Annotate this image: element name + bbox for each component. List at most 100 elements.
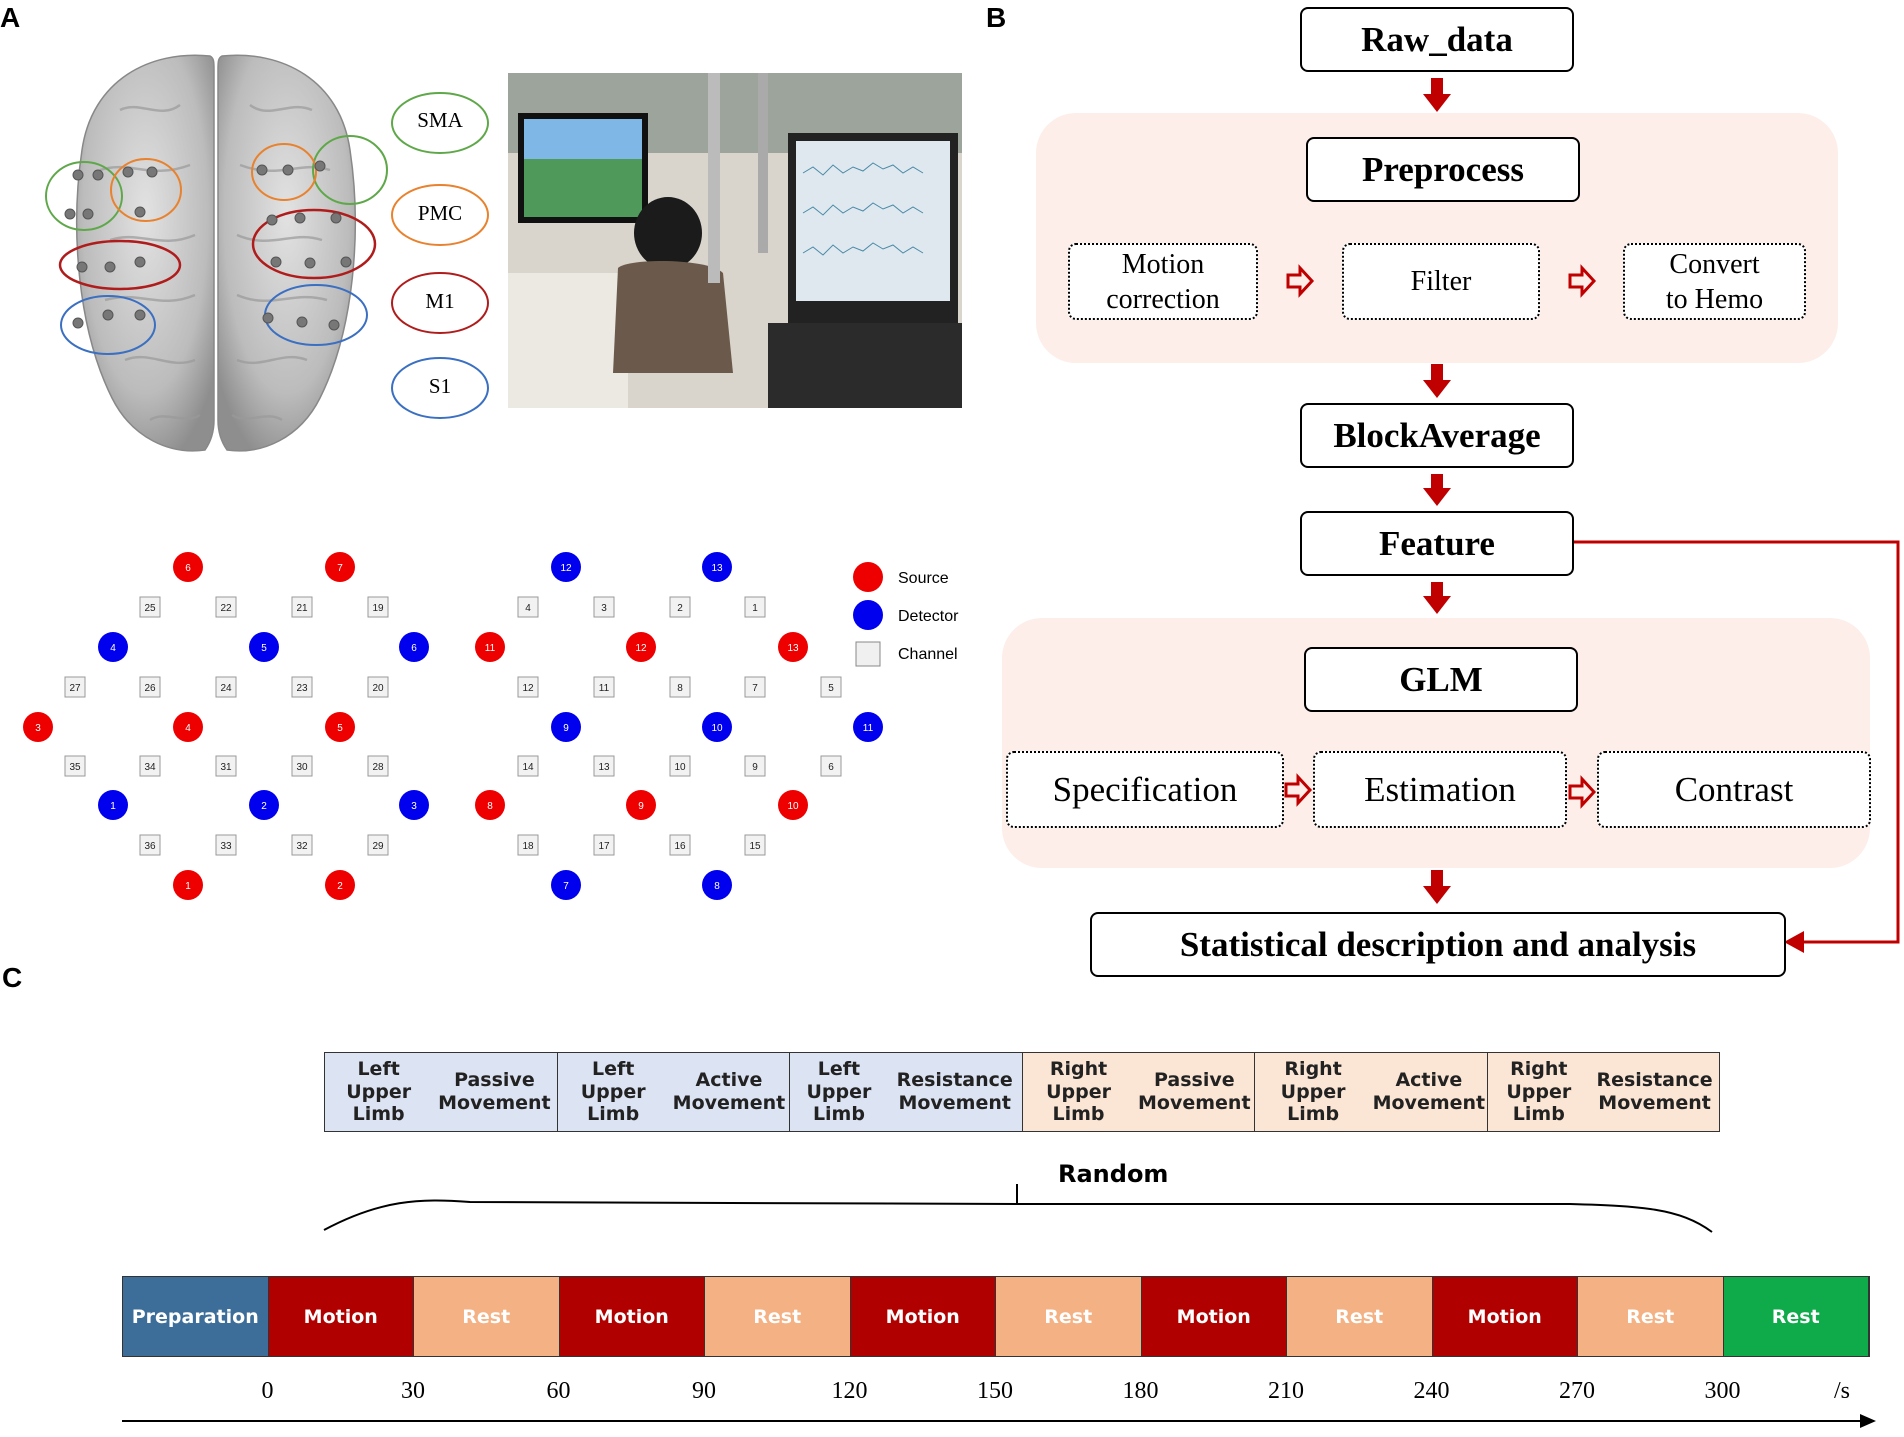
timeline-segment: Rest <box>705 1277 851 1356</box>
optode-label: 13 <box>711 563 723 574</box>
condition-limb: Left Upper Limb <box>580 1057 646 1126</box>
source-optode <box>626 790 656 820</box>
optode-label: 10 <box>787 801 799 812</box>
glm-box: GLM <box>1304 647 1578 712</box>
detector-optode <box>702 712 732 742</box>
time-tick-label: 0 <box>261 1378 274 1404</box>
timeline-frame <box>122 1276 1870 1357</box>
channel-box <box>291 834 313 856</box>
estimation-box: Estimation <box>1313 751 1567 828</box>
optode-label: 2 <box>261 801 267 812</box>
channel-label: 26 <box>144 683 156 694</box>
channel-label: 2 <box>677 603 683 614</box>
channel-label: 30 <box>296 762 308 773</box>
channel-box <box>215 755 237 777</box>
channel-label: 21 <box>296 603 308 614</box>
channel-label: 14 <box>522 762 534 773</box>
optode-label: 1 <box>185 881 191 892</box>
channel-box <box>64 676 86 698</box>
channel-box <box>291 676 313 698</box>
panel-label-c: C <box>2 962 23 993</box>
optode-label: 3 <box>411 801 417 812</box>
condition-movement: Passive Movement <box>438 1069 551 1114</box>
brain-top-view <box>45 54 388 452</box>
source-optode <box>778 632 808 662</box>
channel-label: 32 <box>296 841 308 852</box>
feature-box: Feature <box>1300 511 1574 576</box>
channel-label: 31 <box>220 762 232 773</box>
channel-label: 11 <box>599 683 610 694</box>
optode-label: 10 <box>711 723 723 734</box>
channel-label: 36 <box>144 841 156 852</box>
channel-box <box>367 596 389 618</box>
timeline-segment: Motion <box>1432 1277 1578 1356</box>
channel-box <box>593 834 615 856</box>
time-tick-label: 150 <box>977 1378 1013 1404</box>
condition-limb: Right Upper Limb <box>1280 1057 1346 1126</box>
detector-optode <box>249 790 279 820</box>
channel-label: 1 <box>752 603 758 614</box>
channel-label: 24 <box>220 683 232 694</box>
channel-label: 22 <box>220 603 232 614</box>
source-optode <box>173 712 203 742</box>
channel-label: 29 <box>372 841 384 852</box>
optode-label: 1 <box>110 801 116 812</box>
channel-box <box>669 596 691 618</box>
channel-label: 17 <box>598 841 610 852</box>
channel-box <box>139 596 161 618</box>
channel-label: 3 <box>601 603 607 614</box>
source-optode <box>173 552 203 582</box>
channel-box <box>517 834 539 856</box>
channel-box <box>744 834 766 856</box>
channel-label: 9 <box>752 762 758 773</box>
time-tick-label: 120 <box>831 1378 868 1404</box>
timeline-segment: Rest <box>1287 1277 1433 1356</box>
source-optode <box>475 790 505 820</box>
region-label-m1: M1 <box>425 289 455 313</box>
channel-box <box>744 755 766 777</box>
condition-movement: Resistance Movement <box>1596 1069 1713 1114</box>
channel-box <box>139 676 161 698</box>
channel-label: 13 <box>598 762 610 773</box>
optode-label: 4 <box>110 643 116 654</box>
channel-label: 12 <box>522 683 534 694</box>
filter-box: Filter <box>1342 243 1540 320</box>
channel-box <box>669 755 691 777</box>
detector-optode <box>702 870 732 900</box>
channel-box <box>139 755 161 777</box>
optode-label: 4 <box>185 723 191 734</box>
channel-box <box>820 676 842 698</box>
optode-label: 12 <box>635 643 647 654</box>
source-optode <box>173 870 203 900</box>
source-optode <box>475 632 505 662</box>
condition-limb: Right Upper Limb <box>1046 1057 1111 1126</box>
specification-box: Specification <box>1006 751 1284 828</box>
time-tick-label: 30 <box>401 1378 425 1404</box>
channel-box <box>517 676 539 698</box>
channel-label: 23 <box>296 683 308 694</box>
channel-box <box>291 755 313 777</box>
channel-box <box>367 676 389 698</box>
optode-label: 7 <box>563 881 569 892</box>
flow-arrows <box>1284 78 1900 953</box>
channel-label: 35 <box>69 762 81 773</box>
time-unit-label: /s <box>1833 1378 1851 1404</box>
channel-box <box>367 755 389 777</box>
time-tick-label: 90 <box>692 1378 716 1404</box>
optode-label: 12 <box>560 563 572 574</box>
detector-optode <box>551 712 581 742</box>
time-tick-label: 60 <box>546 1378 571 1404</box>
channel-label: 16 <box>674 841 686 852</box>
channel-label: 18 <box>522 841 534 852</box>
channel-label: 34 <box>144 762 156 773</box>
legend-detector-label: Detector <box>898 608 959 625</box>
optode-label: 7 <box>337 563 343 574</box>
contrast-box: Contrast <box>1597 751 1871 828</box>
channel-label: 27 <box>69 683 81 694</box>
motion-correction-box: Motion correction <box>1068 243 1258 320</box>
channel-box <box>367 834 389 856</box>
random-label: Random <box>1058 1160 1169 1188</box>
